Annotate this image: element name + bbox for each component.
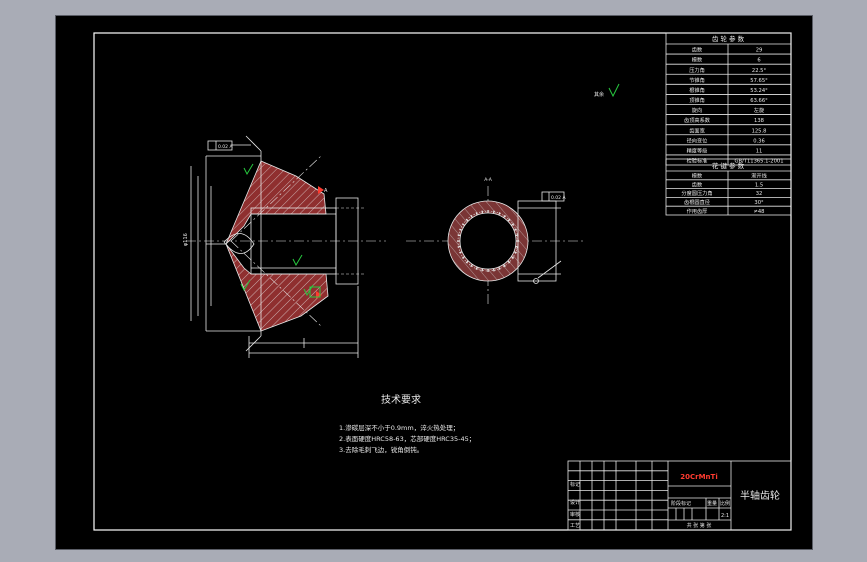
svg-text:A: A xyxy=(324,188,328,194)
gear-param-value: 125.8 xyxy=(752,128,767,134)
spline-param-label: 分度圆压力角 xyxy=(681,189,712,197)
svg-text:0.02 A: 0.02 A xyxy=(218,144,233,150)
svg-text:比例: 比例 xyxy=(720,500,730,507)
drawing-viewport[interactable]: 齿 轮 参 数 齿数 29 模数 6 压力角 22.5° 节锥角 57.65° 根锥角 53.24… xyxy=(55,15,813,550)
gear-param-label: 压力角 xyxy=(689,66,705,74)
svg-text:工艺: 工艺 xyxy=(570,523,580,529)
gear-param-value: 22.5° xyxy=(752,68,767,74)
svg-text:0.02 A: 0.02 A xyxy=(551,195,566,201)
svg-text:阶段标记: 阶段标记 xyxy=(671,500,691,507)
svg-text:A-A: A-A xyxy=(484,177,493,183)
spline-param-label: 齿数 xyxy=(692,180,703,188)
gear-param-label: 齿数 xyxy=(692,46,703,54)
gear-param-label: 顶锥角 xyxy=(689,96,705,104)
gear-param-label: 根锥角 xyxy=(689,86,705,94)
spline-param-value: ≠48 xyxy=(754,209,765,215)
svg-text:设计: 设计 xyxy=(570,499,580,506)
spline-end-view: A-A 0.02 A xyxy=(406,177,586,306)
gear-param-value: 57.65° xyxy=(750,78,768,84)
title-block: 20CrMnTi 半轴齿轮 标记 设计 审核 工艺 阶段标记 重量 比例 2:1… xyxy=(567,460,792,531)
tolerance-frame-right: 0.02 A xyxy=(541,191,566,202)
gear-params-table: 齿 轮 参 数 齿数 29 模数 6 压力角 22.5° 节锥角 57.65° 根锥角 53.24… xyxy=(665,32,792,166)
gear-param-label: 节锥角 xyxy=(689,76,705,84)
technical-requirements: 技术要求 1.渗碳层深不小于0.9mm，淬火热处理； 2.表面硬度HRC58-6… xyxy=(339,393,475,454)
spline-params-title: 花 键 参 数 xyxy=(712,161,745,170)
material-name: 20CrMnTi xyxy=(680,473,717,481)
other-roughness-note: 其余 xyxy=(594,83,620,98)
gear-param-value: 0.36 xyxy=(753,138,765,144)
spline-param-value: 32 xyxy=(756,191,763,197)
gear-param-value: 53.24° xyxy=(750,88,768,94)
gear-param-label: 齿面宽 xyxy=(689,126,705,134)
requirements-title: 技术要求 xyxy=(381,393,421,406)
gear-param-label: 精度等级 xyxy=(687,146,708,154)
svg-text:审核: 审核 xyxy=(570,511,580,518)
gear-params-title: 齿 轮 参 数 xyxy=(712,34,745,43)
gear-section-view: φ116 0.02 A A xyxy=(183,135,386,358)
spline-param-value: 30° xyxy=(754,200,764,206)
gear-param-value: 6 xyxy=(757,58,760,64)
scale-value: 2:1 xyxy=(721,513,729,519)
svg-text:其余: 其余 xyxy=(594,91,604,98)
drawing-border xyxy=(93,32,792,531)
gear-param-value: 63.66° xyxy=(750,98,768,104)
tolerance-frame-top: 0.02 A xyxy=(207,140,251,151)
gear-param-label: 齿顶高系数 xyxy=(684,116,711,124)
gear-param-label: 径向变位 xyxy=(687,136,708,144)
svg-text:共 张 第 张: 共 张 第 张 xyxy=(687,522,712,529)
spline-param-label: 模数 xyxy=(692,172,703,180)
svg-text:标记: 标记 xyxy=(570,481,580,488)
requirement-3: 3.去除毛刺飞边，锐角倒钝。 xyxy=(339,445,423,454)
svg-text:φ116: φ116 xyxy=(183,233,189,246)
gear-param-value: 11 xyxy=(756,148,763,154)
gear-param-label: 检验标准 xyxy=(687,157,708,165)
svg-text:重量: 重量 xyxy=(707,500,717,507)
engineering-drawing: 齿 轮 参 数 齿数 29 模数 6 压力角 22.5° 节锥角 57.65° 根锥角 53.24… xyxy=(93,32,792,531)
spline-teeth xyxy=(457,210,519,272)
gear-param-value: GB/T11365.1-2001 xyxy=(734,159,783,165)
requirement-1: 1.渗碳层深不小于0.9mm，淬火热处理； xyxy=(339,423,459,432)
gear-param-label: 模数 xyxy=(692,56,703,64)
requirement-2: 2.表面硬度HRC58-63，芯部硬度HRC35-45； xyxy=(339,434,475,443)
spline-param-value: 渐开线 xyxy=(751,172,767,180)
spline-param-label: 齿根圆直径 xyxy=(684,198,710,206)
gear-param-value: 左旋 xyxy=(754,106,765,114)
gear-param-value: 138 xyxy=(754,118,764,124)
part-name: 半轴齿轮 xyxy=(740,489,780,502)
datum-a-mark: A xyxy=(309,186,328,299)
gear-param-value: 29 xyxy=(756,48,763,54)
gear-param-label: 旋向 xyxy=(692,106,702,114)
spline-param-value: 1.5 xyxy=(755,182,763,188)
spline-param-label: 作用齿厚 xyxy=(687,207,708,215)
